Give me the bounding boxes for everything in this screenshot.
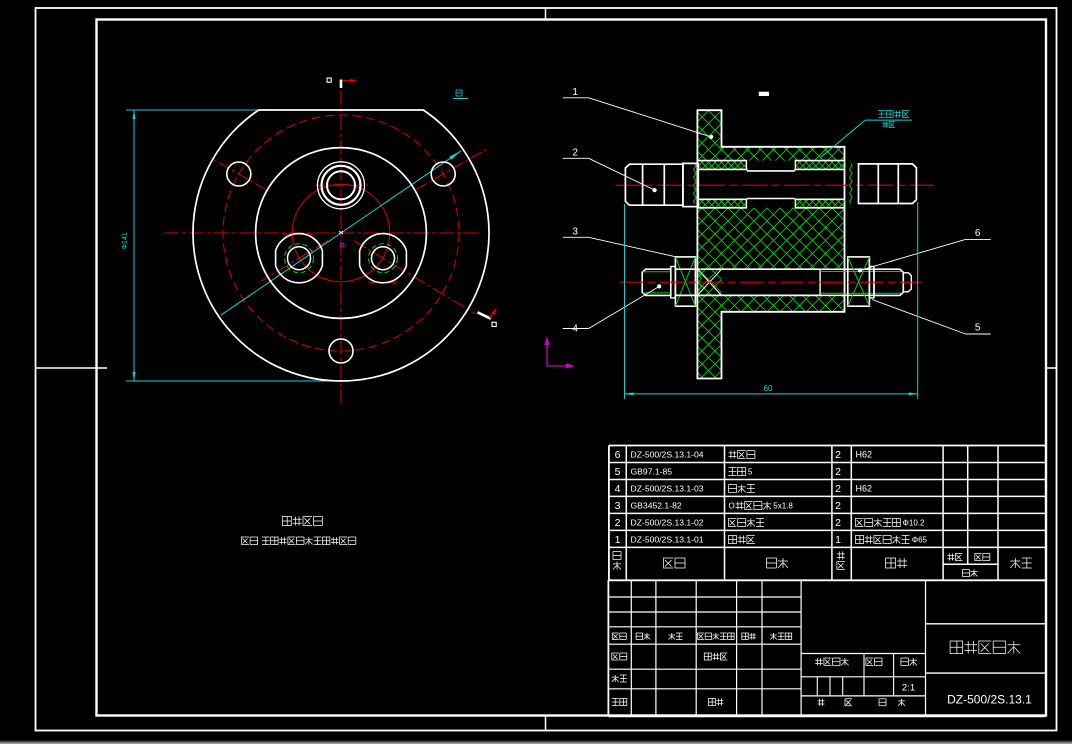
svg-text:H62: H62 [856, 450, 873, 460]
svg-text:Φ10.2: Φ10.2 [903, 519, 926, 528]
svg-text:H62: H62 [856, 484, 873, 494]
svg-text:DZ-500/2S.13.1-01: DZ-500/2S.13.1-01 [631, 535, 704, 545]
svg-text:Φ141: Φ141 [122, 232, 129, 249]
svg-text:DZ-500/2S.13.1-03: DZ-500/2S.13.1-03 [631, 484, 704, 494]
svg-text:4: 4 [572, 324, 578, 335]
svg-text:2: 2 [835, 517, 841, 529]
svg-text:2:1: 2:1 [902, 683, 915, 694]
svg-text:5x1.8: 5x1.8 [773, 502, 793, 511]
svg-text:60: 60 [764, 384, 773, 393]
svg-text:6: 6 [975, 228, 981, 239]
svg-text:O: O [729, 502, 735, 511]
svg-text:2: 2 [835, 449, 841, 461]
svg-text:2: 2 [572, 148, 578, 159]
svg-text:2: 2 [615, 517, 621, 529]
svg-text:2: 2 [835, 466, 841, 478]
svg-text:3: 3 [572, 227, 578, 238]
svg-text:3: 3 [615, 500, 621, 512]
svg-text:DZ-500/2S.13.1-04: DZ-500/2S.13.1-04 [631, 450, 704, 460]
svg-text:6: 6 [615, 449, 621, 461]
svg-text:4: 4 [615, 483, 621, 495]
svg-text:1: 1 [615, 534, 621, 546]
svg-text:GB97.1-85: GB97.1-85 [631, 467, 673, 477]
svg-text:2: 2 [835, 500, 841, 512]
svg-text:5: 5 [975, 323, 981, 334]
svg-text:1: 1 [835, 534, 841, 546]
svg-text:5: 5 [615, 466, 621, 478]
svg-text:5: 5 [748, 468, 753, 477]
svg-text:GB3452.1-82: GB3452.1-82 [631, 501, 682, 511]
svg-text:1: 1 [572, 87, 578, 98]
svg-text:DZ-500/2S.13.1: DZ-500/2S.13.1 [947, 693, 1032, 707]
svg-text:DZ-500/2S.13.1-02: DZ-500/2S.13.1-02 [631, 518, 704, 528]
svg-text:Φ65: Φ65 [912, 536, 928, 545]
svg-text:2: 2 [835, 483, 841, 495]
